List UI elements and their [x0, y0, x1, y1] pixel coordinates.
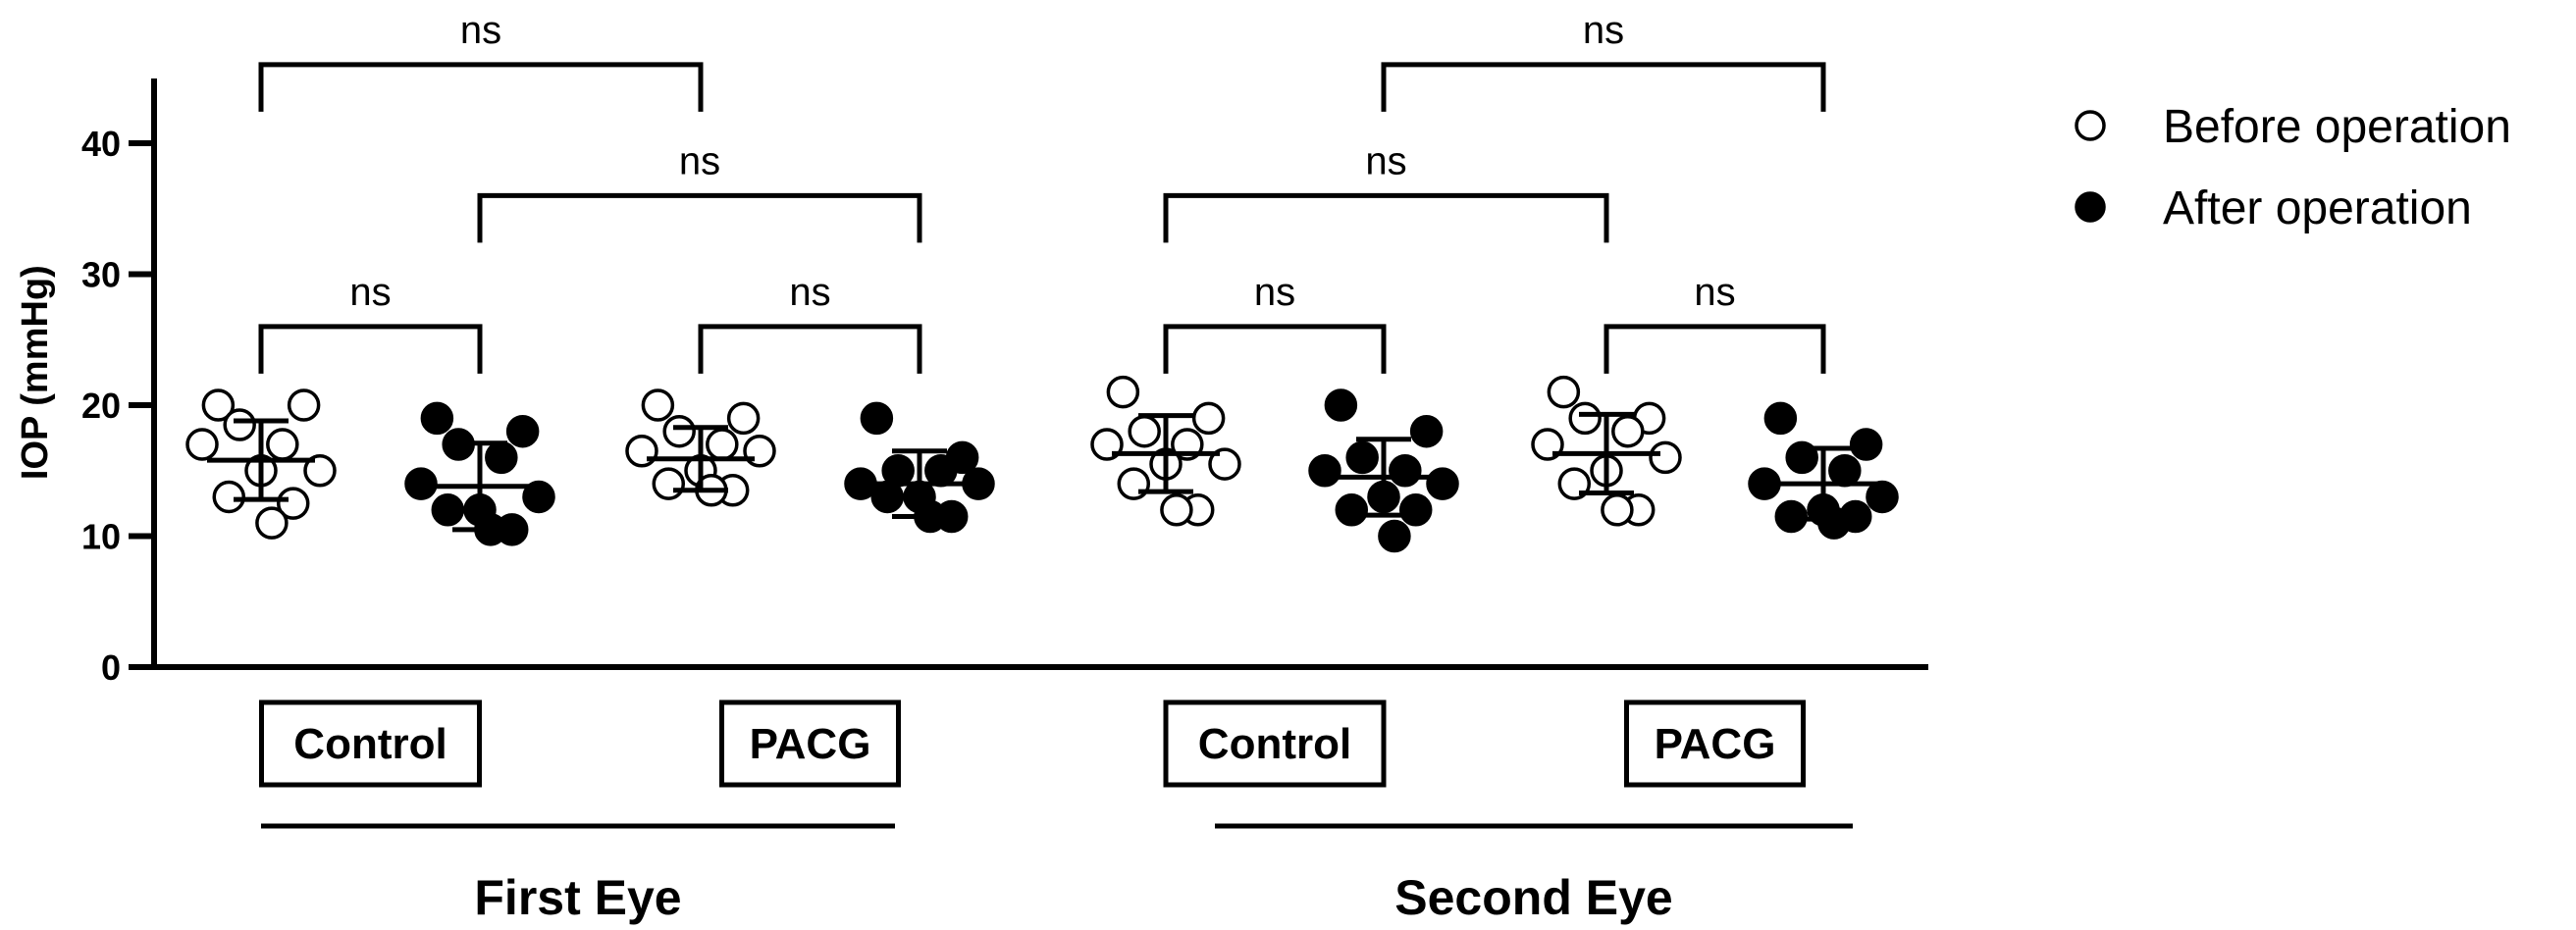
after-operation-point	[1426, 467, 1459, 500]
before-operation-point	[1611, 414, 1645, 448]
subgroup-box	[1624, 699, 1806, 788]
group-label: Second Eye	[1394, 870, 1672, 925]
significance-bracket	[258, 62, 704, 112]
y-tick-label: 20	[81, 386, 121, 426]
significance-bracket	[1163, 324, 1387, 374]
before-operation-point	[1106, 375, 1140, 409]
before-operation-point	[1160, 493, 1193, 527]
before-operation-point	[1568, 401, 1602, 436]
before-operation-point	[223, 408, 256, 441]
before-operation-point	[303, 454, 337, 488]
before-operation-point	[185, 428, 219, 461]
y-tick-label: 10	[81, 517, 121, 557]
after-operation-point	[420, 401, 454, 436]
after-operation-point	[1308, 454, 1341, 488]
significance-bracket	[698, 324, 922, 374]
before-operation-point	[266, 428, 299, 461]
after-operation-point	[485, 440, 518, 475]
before-operation-point	[212, 480, 246, 514]
error-bars	[207, 411, 1877, 533]
significance-label: ns	[679, 139, 720, 182]
data-points	[185, 375, 1899, 553]
legend-filled-marker	[2075, 191, 2106, 223]
subgroup-label: PACG	[750, 720, 871, 768]
y-tick-label: 0	[101, 647, 121, 688]
after-operation-point	[860, 401, 894, 436]
subgroup-label: Control	[1198, 720, 1351, 768]
after-operation-point	[1378, 519, 1411, 553]
after-operation-point	[431, 493, 465, 527]
significance-label: ns	[1254, 271, 1295, 314]
significance-label: ns	[1583, 9, 1624, 52]
subgroup-box	[259, 699, 482, 788]
after-operation-point	[1866, 480, 1899, 514]
significance-label: ns	[460, 9, 501, 52]
before-operation-point	[201, 388, 236, 422]
legend-label: Before operation	[2163, 101, 2511, 153]
before-operation-point	[1649, 440, 1682, 475]
before-operation-point	[287, 388, 321, 422]
after-operation-point	[1774, 499, 1809, 534]
after-operation-point	[1828, 454, 1862, 488]
significance-label: ns	[349, 271, 391, 314]
after-operation-point	[1398, 493, 1433, 527]
after-operation-point	[1389, 454, 1422, 488]
before-operation-point	[652, 467, 686, 500]
subgroup-box	[1163, 699, 1387, 788]
significance-label: ns	[789, 271, 830, 314]
y-tick-label: 30	[81, 255, 121, 295]
subgroup-box	[719, 699, 901, 788]
after-operation-point	[1345, 440, 1379, 475]
before-operation-point	[706, 428, 739, 461]
before-operation-point	[1191, 401, 1226, 436]
category-labels: Control PACG Control PACG First Eye Second Ey…	[259, 699, 1853, 925]
group-label: First Eye	[474, 870, 681, 925]
significance-bracket	[1163, 192, 1609, 243]
after-operation-point	[1409, 414, 1444, 448]
before-operation-point	[1547, 375, 1581, 409]
after-operation-point	[1817, 506, 1851, 540]
legend-label: After operation	[2163, 182, 2472, 234]
significance-bracket	[1381, 62, 1826, 112]
before-operation-point	[276, 487, 310, 520]
before-operation-point	[726, 401, 761, 436]
legend-open-marker	[2075, 110, 2106, 141]
subgroup-label: PACG	[1655, 720, 1776, 768]
before-operation-point	[1601, 493, 1634, 527]
after-operation-point	[1849, 428, 1883, 461]
after-operation-point	[1324, 388, 1358, 422]
y-tick-label: 40	[81, 124, 121, 164]
significance-bracket	[258, 324, 483, 374]
after-operation-point	[924, 454, 958, 488]
after-operation-point	[522, 480, 555, 514]
after-operation-point	[1335, 493, 1369, 527]
after-operation-point	[870, 480, 905, 514]
after-operation-point	[1763, 401, 1798, 436]
significance-label: ns	[1365, 139, 1406, 182]
before-operation-point	[641, 388, 675, 422]
before-operation-point	[662, 414, 696, 448]
before-operation-point	[255, 506, 289, 540]
significance-bracket	[1603, 324, 1826, 374]
y-axis-label: IOP (mmHg)	[15, 265, 56, 480]
before-operation-point	[1128, 414, 1161, 448]
significance-brackets: ns ns ns ns ns ns ns ns	[258, 9, 1826, 374]
significance-label: ns	[1694, 271, 1735, 314]
significance-bracket	[477, 192, 922, 243]
after-operation-point	[404, 467, 438, 500]
subgroup-label: Control	[293, 720, 447, 768]
after-operation-point	[505, 414, 540, 448]
before-operation-point	[1208, 447, 1241, 481]
